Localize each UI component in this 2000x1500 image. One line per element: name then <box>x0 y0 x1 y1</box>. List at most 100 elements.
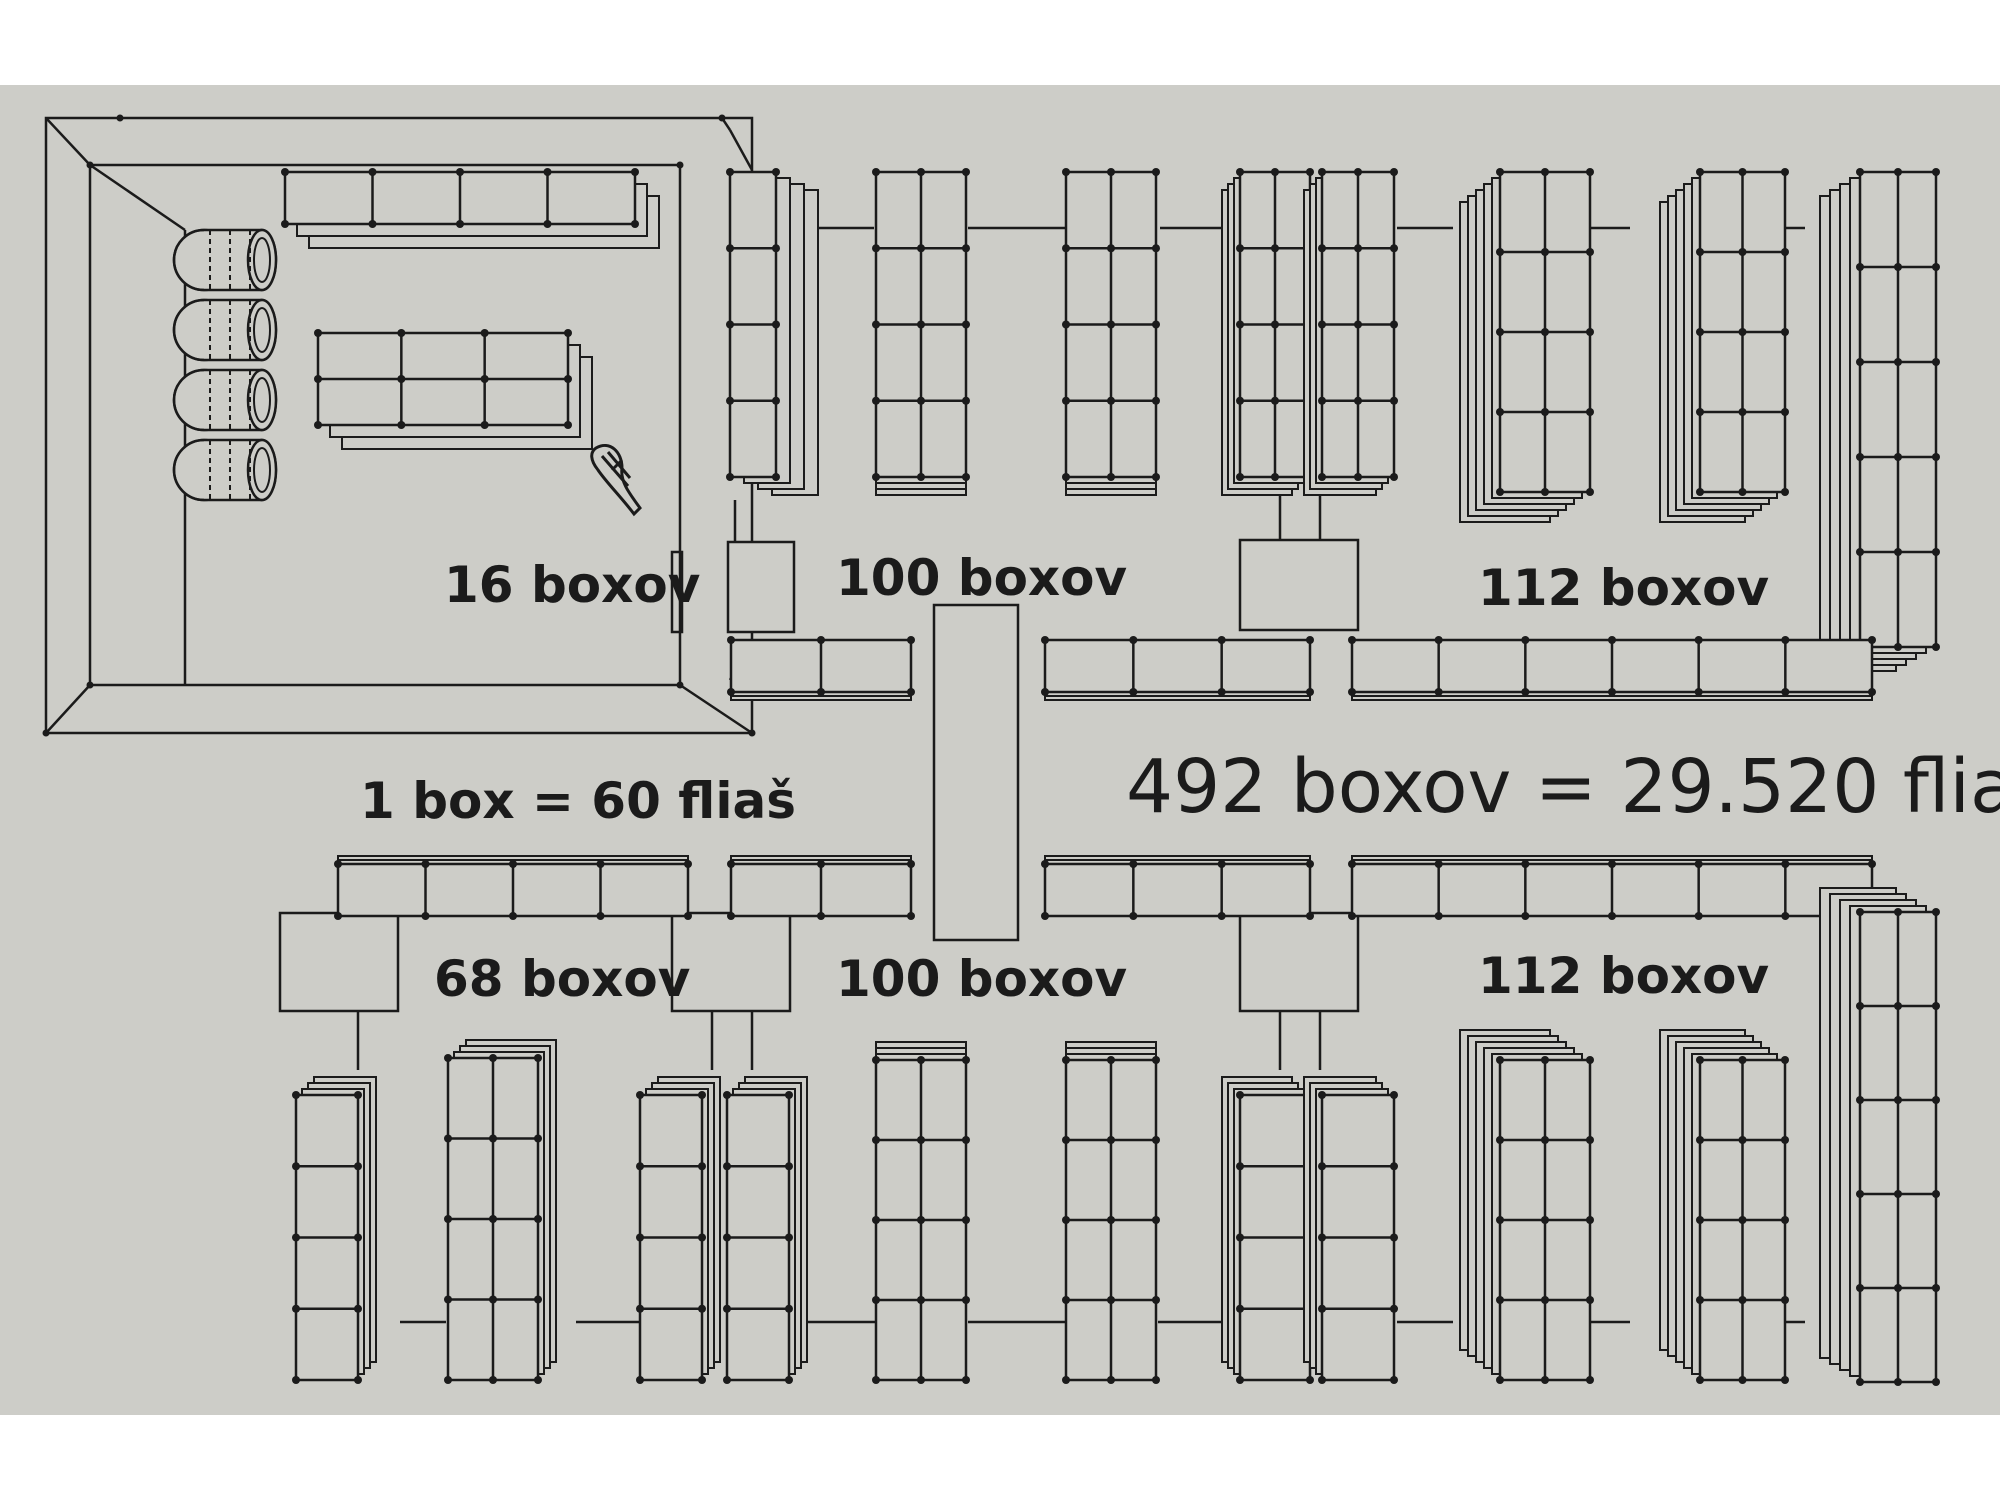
rack-node <box>1894 1002 1902 1010</box>
rack-node <box>1236 1162 1244 1171</box>
barrel-lid-ring <box>253 237 271 283</box>
rack-node <box>1738 328 1747 336</box>
rack-node <box>962 1296 970 1304</box>
rack-node <box>1894 453 1902 461</box>
rack-node <box>1586 488 1594 496</box>
room-wall-edge <box>89 163 186 232</box>
rack-node <box>456 168 464 176</box>
rack-node <box>917 473 925 481</box>
rack-node <box>1236 244 1244 253</box>
rack-node <box>917 1216 925 1224</box>
rack-node <box>772 320 780 329</box>
rack-node <box>1608 636 1616 644</box>
top-rack <box>872 168 970 496</box>
barrel-icon <box>172 368 278 432</box>
rack-node <box>1318 1304 1326 1313</box>
barrel-lid-ring <box>253 377 271 423</box>
rack-node <box>1694 688 1703 696</box>
top-rack <box>1459 168 1594 523</box>
rack-node <box>292 1233 300 1242</box>
rack-node <box>1541 248 1549 256</box>
bottom-rack <box>1062 1041 1160 1384</box>
corner-node <box>42 729 50 737</box>
rack-node <box>723 1233 731 1242</box>
rack-node <box>1062 473 1070 481</box>
rack-node <box>1354 244 1362 253</box>
rack-node <box>354 1162 362 1171</box>
rack-node <box>962 473 970 481</box>
rack-node <box>1354 320 1362 329</box>
barrel-end <box>172 228 205 292</box>
rack-node <box>1738 1136 1747 1144</box>
bottom-rack <box>444 1039 557 1384</box>
rack-node <box>1152 168 1160 176</box>
rack-node <box>917 1056 925 1064</box>
rack-node <box>1856 1002 1864 1010</box>
rack-node <box>785 1376 793 1384</box>
rack-node <box>1236 1233 1244 1242</box>
bottom-middle-count-label: 100 boxov <box>836 950 1127 1008</box>
rack-node <box>1541 168 1549 176</box>
rack-node <box>1318 1162 1326 1171</box>
rack-node <box>1856 908 1864 916</box>
rack-node <box>1041 688 1049 696</box>
rack-node <box>1856 168 1864 176</box>
rack-node <box>1306 168 1314 176</box>
rack-node <box>1608 860 1616 868</box>
bag-icon <box>590 444 642 517</box>
rack-node <box>723 1162 731 1171</box>
row-rack <box>1348 855 1876 920</box>
rack-node <box>1062 1376 1070 1384</box>
rack-node <box>917 1376 925 1384</box>
rack-node <box>1318 244 1326 253</box>
rack-node <box>698 1376 706 1384</box>
total-bottles-label: 492 boxov = 29.520 fliaš <box>1126 744 2000 830</box>
rack-node <box>1318 1091 1326 1099</box>
rack-node <box>1521 860 1530 868</box>
rack-node <box>907 860 915 868</box>
rack-node <box>917 168 925 176</box>
box-definition-label: 1 box = 60 fliaš <box>360 772 796 830</box>
rack-node <box>817 688 825 696</box>
rack-node <box>1496 248 1504 256</box>
rack-node <box>917 1136 925 1144</box>
rack-node <box>1306 688 1314 696</box>
rack-node <box>1856 1284 1864 1292</box>
rack-node <box>636 1376 644 1384</box>
rack-node <box>397 421 406 429</box>
barrel-lid-ring <box>253 307 271 353</box>
barrel-icon <box>172 228 278 292</box>
row-rack <box>727 636 915 701</box>
rack-node <box>1586 248 1594 256</box>
rack-node <box>334 912 342 920</box>
rack-node <box>962 1216 970 1224</box>
rack-node <box>1932 1378 1940 1386</box>
bottom-rack <box>292 1076 377 1384</box>
rack-node <box>698 1233 706 1242</box>
rack-node <box>1348 688 1356 696</box>
rack-node <box>1781 408 1789 416</box>
rack-node <box>1107 1216 1115 1224</box>
rack-node <box>1129 860 1138 868</box>
barrel-end <box>172 298 205 362</box>
rack-node <box>1694 636 1703 644</box>
rack-node <box>1932 1096 1940 1104</box>
rack-node <box>1868 860 1876 868</box>
rack-node <box>1107 1376 1115 1384</box>
rack-node <box>1107 1296 1115 1304</box>
rack-node <box>1236 320 1244 329</box>
rack-node <box>817 912 825 920</box>
rack-node <box>1390 396 1398 405</box>
top-rack <box>1221 168 1314 496</box>
rack-node <box>785 1233 793 1242</box>
rack-node <box>1541 1056 1549 1064</box>
rack-node <box>281 168 289 176</box>
rack-node <box>1781 168 1789 176</box>
rack-node <box>1696 1296 1704 1304</box>
barrel-lid <box>246 298 278 362</box>
rack-node <box>1781 1296 1789 1304</box>
corner-node <box>718 114 726 122</box>
rack-node <box>1521 636 1530 644</box>
pallet-box <box>726 540 796 634</box>
top-rack <box>1659 168 1789 523</box>
